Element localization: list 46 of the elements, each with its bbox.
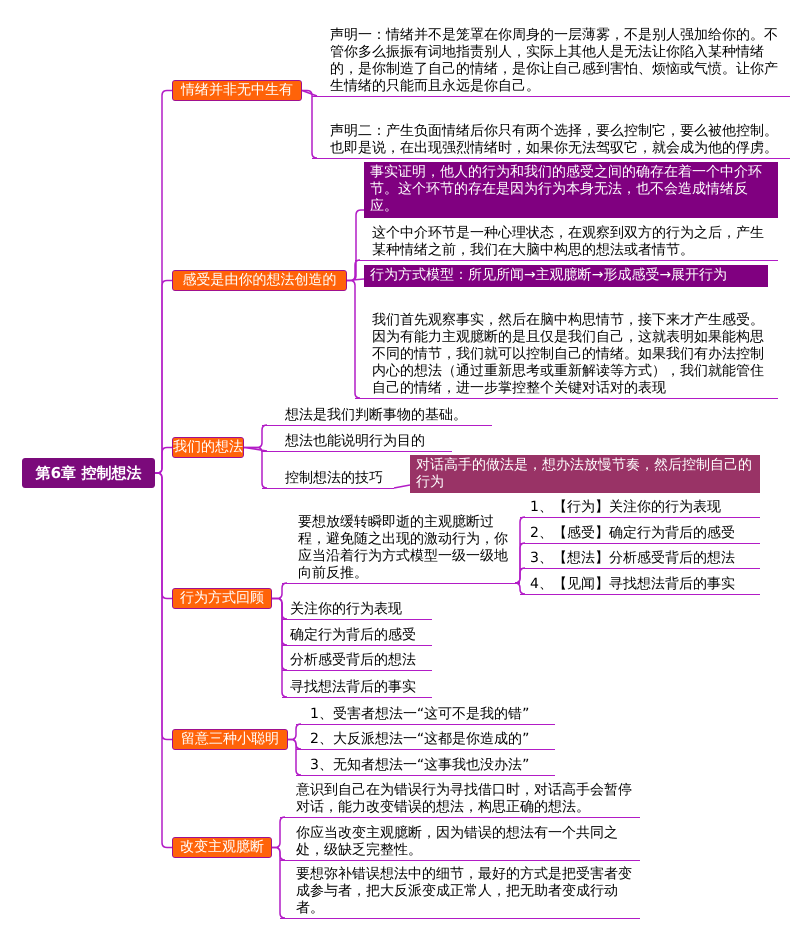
connector-line bbox=[514, 582, 526, 595]
connector-line bbox=[272, 816, 286, 848]
underlined-topic: 寻找想法背后的事实 bbox=[282, 673, 432, 698]
underlined-topic: 确定行为背后的感受 bbox=[282, 622, 432, 646]
underlined-topic: 想法也能说明行为目的 bbox=[262, 428, 452, 452]
underlined-topic: 声明二：产生负面情绪后你只有两个选择，要么控制它，要么被他控制。也即是说，在出现强烈情绪时，如果你无法驾驭它，就会成为他的俘虏。 bbox=[312, 100, 790, 159]
connector-line bbox=[288, 738, 302, 776]
underlined-topic: 1、【行为】关注你的行为表现 bbox=[520, 497, 760, 518]
underlined-topic: 要想放缓转瞬即逝的主观臆断过程，避免随之出现的激动行为，你应当沿着行为方式模型一级一级地向前反推。 bbox=[282, 508, 520, 584]
connector-line bbox=[155, 446, 172, 474]
highlight-box: 对话高手的做法是，想办法放慢节奏，然后控制自己的行为 bbox=[410, 455, 760, 493]
highlight-box: 行为方式模型：所见所闻→主观臆断→形成感受→展开行为 bbox=[364, 265, 768, 287]
underlined-topic: 3、无知者想法一“这事我也没办法” bbox=[296, 752, 555, 776]
underlined-topic: 2、【感受】确定行为背后的感受 bbox=[520, 521, 760, 544]
underlined-topic: 你应当改变主观臆断，因为错误的想法有一个共同之处，级缺乏完整性。 bbox=[280, 820, 640, 861]
underlined-topic: 这个中介环节是一种心理状态，在观察到双方的行为之后，产生某种情绪之前，我们在大脑中构思的想法或者情节。 bbox=[355, 220, 778, 261]
underlined-topic: 2、大反派想法一“这都是你造成的” bbox=[296, 727, 555, 750]
connector-line bbox=[394, 484, 410, 489]
highlight-box: 事实证明，他人的行为和我们的感受之间的确存在着一个中介环节。这个环节的存在是因为行为本身无法，也不会造成情绪反应。 bbox=[364, 162, 778, 218]
branch-topic: 行为方式回顾 bbox=[172, 588, 272, 609]
branch-topic: 改变主观臆断 bbox=[172, 837, 272, 858]
underlined-topic: 要想弥补错误想法中的细节，最好的方式是把受害者变成参与者，把大反派变成正常人，把无助者变成行动者。 bbox=[280, 864, 640, 919]
connector-line bbox=[347, 280, 361, 399]
underlined-topic: 控制想法的技巧 bbox=[262, 458, 394, 489]
underlined-topic: 声明一：情绪并不是笼罩在你周身的一层薄雾，不是别人强加给你的。不管你多么振振有词地指责别人，实际上其他人是无法让你陷入某种情绪的，是你制造了自己的情绪，是你让自己感到害怕、烦恼或气愤。让你产生情绪的只能而且永远是你自己。 bbox=[312, 18, 790, 97]
connector-line bbox=[346, 278, 364, 282]
connector-line bbox=[302, 90, 318, 159]
underlined-topic: 意识到自己在为错误行为寻找借口时，对话高手会暂停对话，能力改变错误的想法，构思正确的想法。 bbox=[280, 776, 640, 818]
underlined-topic: 1、受害者想法一“这可不是我的错” bbox=[296, 702, 555, 725]
central-topic: 第6章 控制想法 bbox=[22, 458, 155, 488]
connector-line bbox=[514, 567, 526, 584]
branch-topic: 情绪并非无中生有 bbox=[172, 80, 302, 101]
connector-line bbox=[302, 90, 318, 97]
underlined-topic: 4、【见闻】寻找想法背后的事实 bbox=[520, 571, 760, 595]
underlined-topic: 3、【想法】分析感受背后的想法 bbox=[520, 546, 760, 569]
connector-line bbox=[288, 723, 302, 740]
connector-line bbox=[272, 598, 288, 698]
underlined-topic: 关注你的行为表现 bbox=[282, 598, 432, 620]
underlined-topic: 我们首先观察事实，然后在脑中构思情节，接下来才产生感受。因为有能力主观臆断的是且仅是我们自己，这就表明如果能构思不同的情节，我们就可以控制自己的情绪。如果我们有办法控制内心的想法（通过重新思考或重新解读等方式），我们就能管住自己的情绪，进一步掌控整个关键对话对的表现 bbox=[355, 288, 778, 399]
underlined-topic: 想法是我们判断事物的基础。 bbox=[262, 402, 492, 426]
branch-topic: 感受是由你的想法创造的 bbox=[172, 270, 347, 291]
branch-topic: 留意三种小聪明 bbox=[172, 729, 288, 750]
underlined-topic: 分析感受背后的想法 bbox=[282, 648, 432, 671]
connector-line bbox=[244, 446, 268, 489]
connector-line bbox=[272, 846, 286, 919]
branch-topic: 我们的想法 bbox=[172, 437, 244, 458]
